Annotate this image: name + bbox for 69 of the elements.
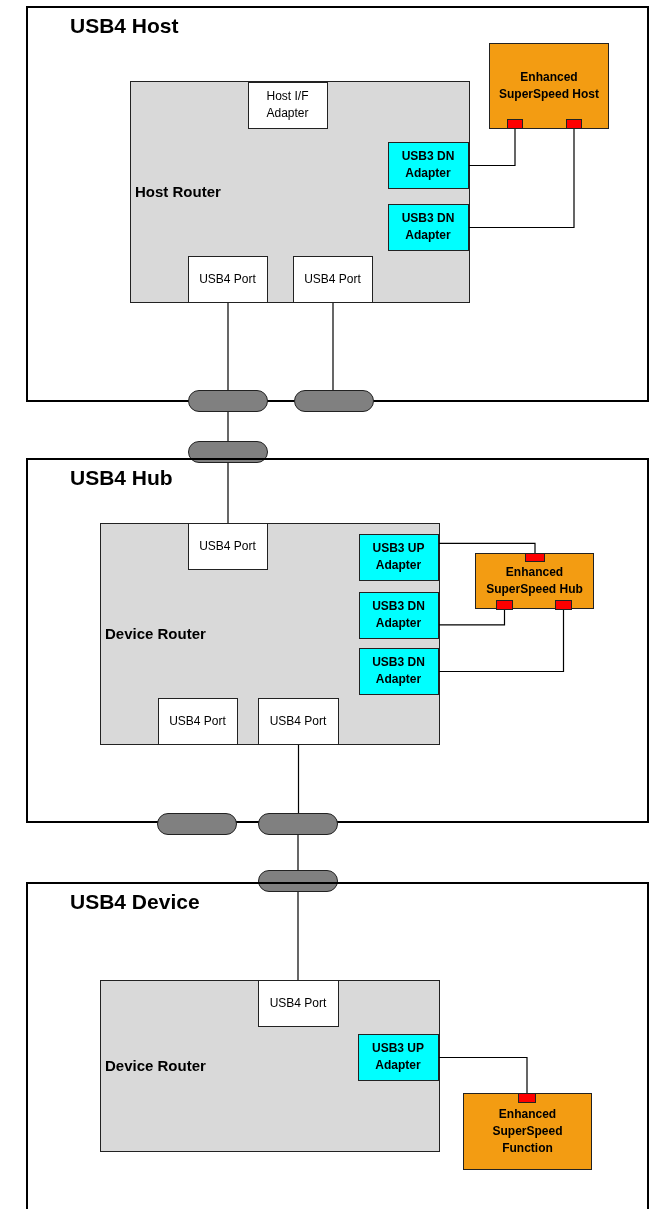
connection-line <box>297 891 299 981</box>
router-box <box>130 81 470 303</box>
port-label: USB4 Port <box>269 994 327 1012</box>
connection-line <box>332 302 334 391</box>
router-box <box>100 980 440 1152</box>
function-label: Enhanced SuperSpeed Hub <box>485 564 584 598</box>
port-box <box>157 697 238 745</box>
port-box <box>187 255 268 303</box>
port-box <box>292 255 373 303</box>
system-title: USB4 Host <box>70 14 179 38</box>
adapter-box <box>387 141 469 189</box>
connector-pad <box>517 1092 536 1103</box>
connector-pad <box>506 118 523 129</box>
system-boundary <box>26 882 649 1209</box>
function-label: Enhanced SuperSpeed Function <box>491 1106 564 1157</box>
function-box <box>463 1093 592 1170</box>
connector-pad <box>565 118 582 129</box>
connection-line <box>297 834 299 871</box>
cable-connector <box>258 813 338 835</box>
connector-pad <box>495 599 513 610</box>
function-label: Enhanced SuperSpeed Host <box>498 69 600 103</box>
connection-line <box>468 128 575 229</box>
adapter-box <box>358 647 439 695</box>
port-label: USB4 Port <box>199 270 256 288</box>
adapter-label: USB3 DN Adapter <box>371 598 426 632</box>
cable-connector <box>157 813 237 835</box>
adapter-box <box>357 1033 439 1081</box>
system-boundary <box>26 458 649 823</box>
port-box <box>257 979 339 1027</box>
adapter-label: Host I/F Adapter <box>265 88 310 122</box>
connection-line <box>438 1056 528 1094</box>
connection-line <box>468 128 516 167</box>
port-label: USB4 Port <box>199 537 256 555</box>
connection-line <box>227 411 229 442</box>
connection-line <box>438 609 565 673</box>
adapter-box <box>358 591 439 639</box>
port-box <box>257 697 339 745</box>
connector-pad <box>554 599 572 610</box>
connection-line <box>297 744 300 814</box>
router-label: Host Router <box>135 182 221 200</box>
system-title: USB4 Device <box>70 890 200 914</box>
function-box <box>489 43 609 129</box>
adapter-box <box>358 533 439 581</box>
router-label: Device Router <box>105 624 206 642</box>
system-title: USB4 Hub <box>70 466 173 490</box>
port-label: USB4 Port <box>304 270 361 288</box>
cable-connector <box>188 441 268 463</box>
connection-line <box>438 542 536 554</box>
connection-line <box>438 609 506 626</box>
adapter-label: USB3 DN Adapter <box>400 210 456 244</box>
adapter-label: USB3 UP Adapter <box>371 1040 425 1074</box>
connector-pad <box>524 552 545 562</box>
cable-connector <box>188 390 268 412</box>
cable-connector <box>294 390 374 412</box>
port-label: USB4 Port <box>269 712 327 730</box>
adapter-box <box>387 203 469 251</box>
function-box <box>475 553 594 609</box>
adapter-box <box>247 81 328 129</box>
cable-connector <box>258 870 338 892</box>
router-box <box>100 523 440 745</box>
port-label: USB4 Port <box>169 712 226 730</box>
adapter-label: USB3 UP Adapter <box>371 540 426 574</box>
connection-line <box>227 302 229 391</box>
router-label: Device Router <box>105 1056 206 1074</box>
port-box <box>187 522 268 570</box>
connection-line <box>227 462 229 524</box>
adapter-label: USB3 DN Adapter <box>371 654 426 688</box>
system-boundary <box>26 6 649 402</box>
adapter-label: USB3 DN Adapter <box>400 148 456 182</box>
